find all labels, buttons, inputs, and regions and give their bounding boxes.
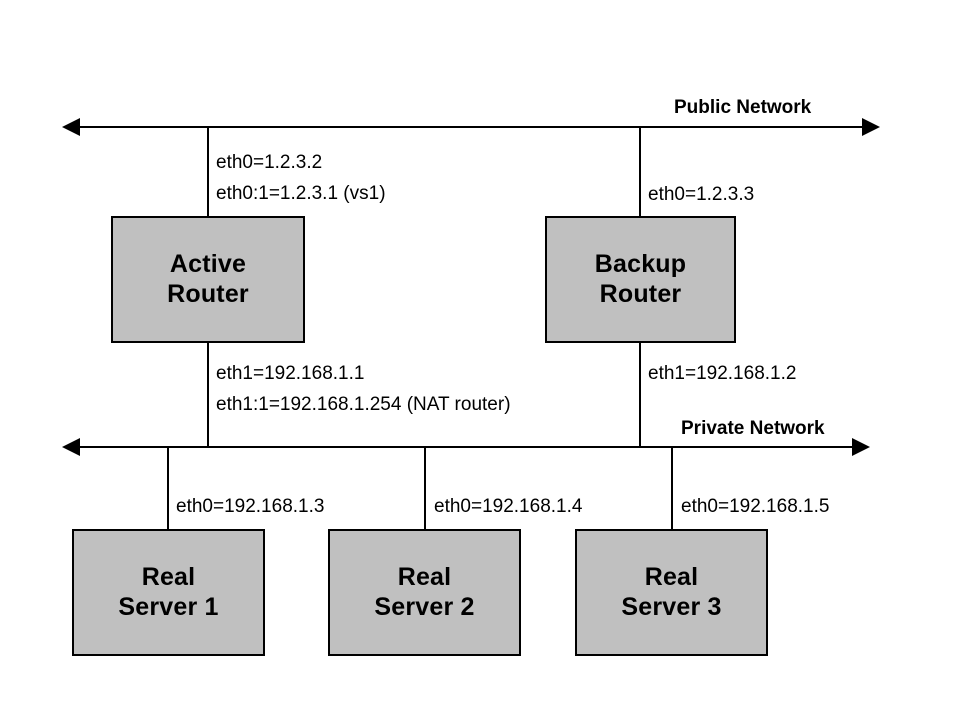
- active-router-private-link: [207, 343, 209, 447]
- real-server-3-node[interactable]: Real Server 3: [575, 529, 768, 656]
- active-router-public-iface-1: eth0:1=1.2.3.1 (vs1): [216, 182, 386, 204]
- backup-router-label-line2: Router: [599, 279, 682, 308]
- real-server-2-label-line2: Server 2: [374, 592, 475, 621]
- active-router-private-iface-0: eth1=192.168.1.1: [216, 363, 365, 384]
- active-router-label-line2: Router: [167, 279, 249, 308]
- backup-router-private-link: [639, 343, 641, 447]
- real-server-1-label-line1: Real: [141, 563, 196, 591]
- real-server-2-node[interactable]: Real Server 2: [328, 529, 521, 656]
- real-server-1-label-line2: Server 1: [118, 592, 219, 621]
- public-network-label: Public Network: [674, 97, 812, 118]
- public-network-left-arrow-icon: [62, 118, 80, 136]
- real-server-1-iface-label: eth0=192.168.1.3: [176, 496, 325, 517]
- active-router-node[interactable]: Active Router: [111, 216, 305, 343]
- active-router-public-iface-0: eth0=1.2.3.2: [216, 152, 323, 173]
- backup-router-public-iface-labels: eth0=1.2.3.3: [648, 180, 754, 211]
- real-server-3-link: [671, 446, 673, 529]
- real-server-2-link: [424, 446, 426, 529]
- real-server-1-link: [167, 446, 169, 529]
- real-server-3-label-line1: Real: [644, 563, 699, 591]
- backup-router-public-link: [639, 126, 641, 217]
- public-network-right-arrow-icon: [862, 118, 880, 136]
- real-server-1-node[interactable]: Real Server 1: [72, 529, 265, 656]
- active-router-public-link: [207, 126, 209, 217]
- real-server-3-iface-label: eth0=192.168.1.5: [681, 496, 830, 517]
- private-network-label: Private Network: [681, 418, 825, 439]
- real-server-2-label-line1: Real: [397, 563, 452, 591]
- private-network-right-arrow-icon: [852, 438, 870, 456]
- active-router-private-iface-labels: eth1=192.168.1.1 eth1:1=192.168.1.254 (N…: [216, 359, 511, 421]
- backup-router-private-iface-0: eth1=192.168.1.2: [648, 363, 797, 384]
- private-network-bus-line: [80, 446, 860, 448]
- active-router-public-iface-labels: eth0=1.2.3.2 eth0:1=1.2.3.1 (vs1): [216, 148, 386, 210]
- backup-router-public-iface-0: eth0=1.2.3.3: [648, 184, 755, 205]
- real-server-2-iface-label: eth0=192.168.1.4: [434, 496, 583, 517]
- backup-router-private-iface-labels: eth1=192.168.1.2: [648, 359, 796, 390]
- public-network-bus-line: [80, 126, 870, 128]
- private-network-left-arrow-icon: [62, 438, 80, 456]
- active-router-label-line1: Active: [169, 250, 247, 278]
- backup-router-label-line1: Backup: [594, 250, 687, 278]
- backup-router-node[interactable]: Backup Router: [545, 216, 736, 343]
- active-router-private-iface-1: eth1:1=192.168.1.254 (NAT router): [216, 393, 511, 415]
- real-server-3-label-line2: Server 3: [621, 592, 722, 621]
